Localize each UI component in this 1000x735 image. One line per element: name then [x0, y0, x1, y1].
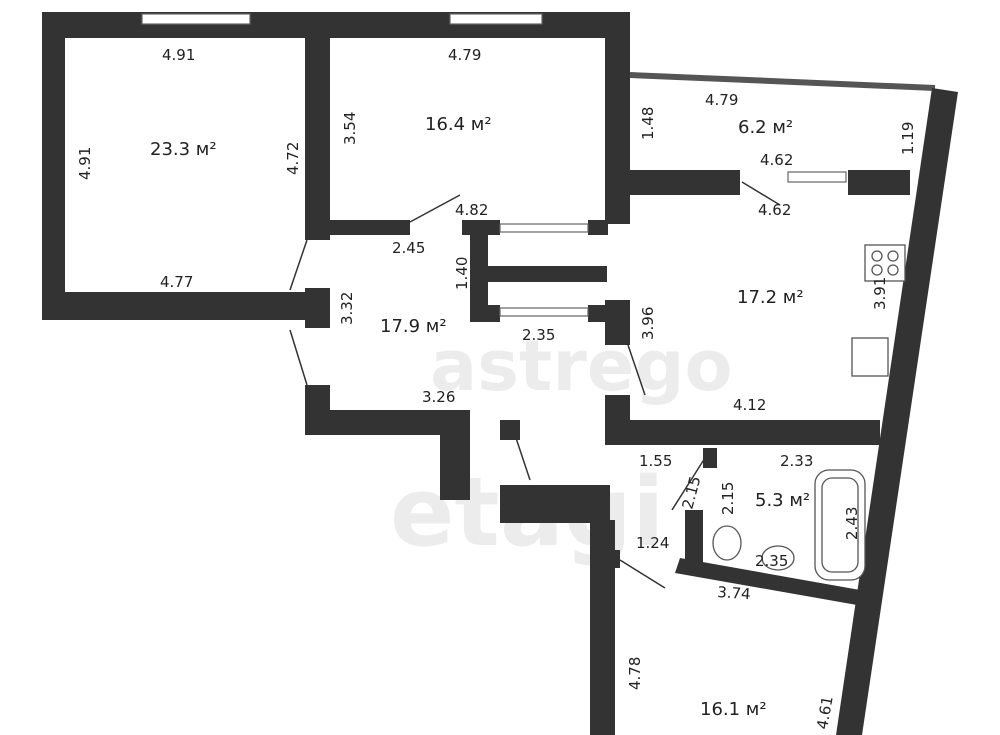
- hall-area: 17.9 м²: [380, 316, 447, 337]
- dim: 4.91: [162, 46, 195, 64]
- room-3-area: 16.1 м²: [700, 699, 767, 720]
- dim: 4.62: [758, 201, 791, 219]
- dim: 4.61: [813, 695, 837, 731]
- dim: 2.35: [755, 552, 788, 570]
- dim: 4.72: [284, 142, 302, 175]
- watermark-astrego: astrego: [430, 325, 733, 407]
- dim: 1.55: [639, 452, 672, 470]
- dim: 3.96: [639, 307, 657, 340]
- dim: 4.77: [160, 273, 193, 291]
- dim: 4.12: [733, 396, 766, 414]
- windows: [141, 13, 847, 317]
- kitchen-area: 17.2 м²: [737, 287, 804, 308]
- dim: 2.43: [843, 507, 861, 540]
- room-1-area: 23.3 м²: [150, 139, 217, 160]
- dim: 2.33: [780, 452, 813, 470]
- dim: 3.91: [871, 277, 889, 310]
- dim: 2.15: [719, 482, 737, 515]
- dim: 4.91: [76, 147, 94, 180]
- bathroom-area: 5.3 м²: [755, 490, 810, 511]
- dim: 4.62: [760, 151, 793, 169]
- dim: 2.15: [678, 474, 704, 511]
- dim: 4.78: [626, 657, 644, 690]
- fixtures: [712, 244, 906, 581]
- toilet-icon: [712, 525, 742, 561]
- dimension-labels: 4.91 4.91 4.72 4.77 4.79 3.54 4.82 1.48 …: [76, 46, 917, 731]
- dim: 4.79: [448, 46, 481, 64]
- balcony-area: 6.2 м²: [738, 117, 793, 138]
- dim: 3.32: [338, 292, 356, 325]
- sink-icon: [851, 337, 889, 377]
- dim: 4.82: [455, 201, 488, 219]
- washbasin-icon: [761, 545, 795, 571]
- dim: 4.79: [705, 91, 738, 109]
- dim: 1.19: [899, 122, 917, 155]
- doors: [289, 181, 781, 589]
- dim: 1.40: [453, 257, 471, 290]
- dim: 2.45: [392, 239, 425, 257]
- dim: 3.26: [422, 388, 455, 406]
- dim: 3.54: [341, 112, 359, 145]
- room-2-area: 16.4 м²: [425, 114, 492, 135]
- dim: 1.24: [636, 534, 669, 552]
- dim: 1.48: [639, 107, 657, 140]
- stove-icon: [864, 244, 906, 282]
- room-areas: 23.3 м² 16.4 м² 6.2 м² 17.9 м² 17.2 м² 5…: [150, 114, 810, 720]
- dim: 2.35: [522, 326, 555, 344]
- dim: 3.74: [717, 583, 752, 603]
